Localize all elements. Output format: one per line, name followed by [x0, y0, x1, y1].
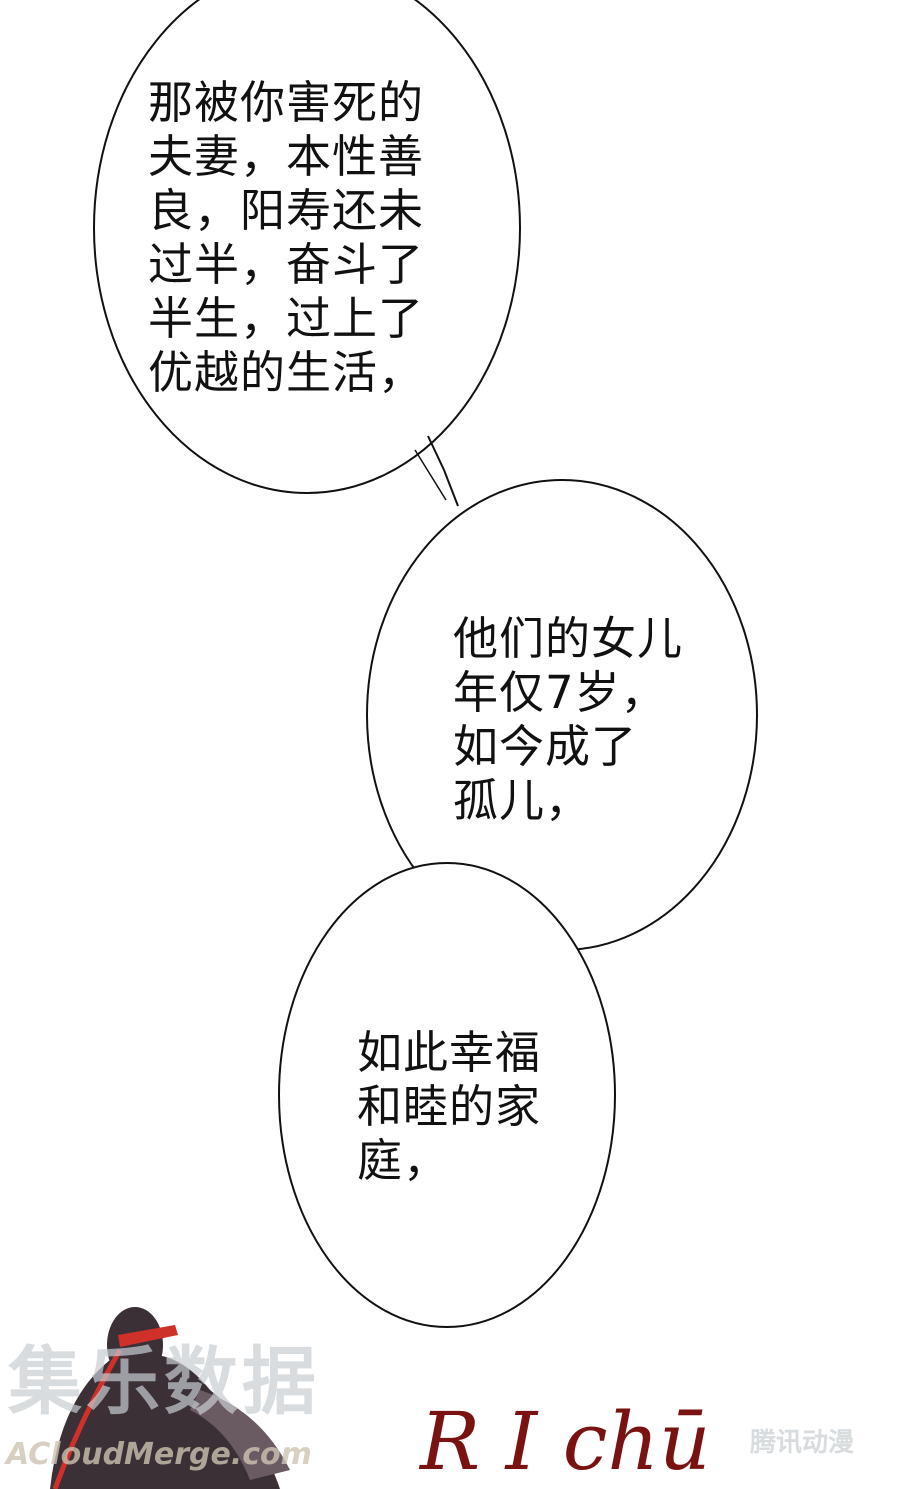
- text-line: 孤儿，: [453, 774, 592, 827]
- character-head: [50, 1307, 290, 1489]
- bubble-2-text: 他们的女儿年仅7岁，如今成了孤儿，: [453, 612, 683, 828]
- text-line: 如今成了: [453, 720, 638, 773]
- speech-bubble-1: [93, 0, 521, 494]
- text-line: 优越的生活，: [148, 346, 425, 399]
- bubble-tail: [427, 435, 459, 507]
- text-line: 过半，奋斗了: [148, 238, 425, 291]
- text-line: 半生，过上了: [148, 292, 425, 345]
- watermark-title: 集乐数据: [8, 1339, 320, 1425]
- text-line: 那被你害死的: [148, 76, 425, 129]
- watermark-corner: 腾讯动漫: [750, 1428, 855, 1458]
- text-line: 和睦的家: [357, 1080, 542, 1133]
- text-line: 夫妻，本性善: [148, 130, 425, 183]
- bubble-1-text: 那被你害死的夫妻，本性善良，阳寿还未过半，奋斗了半生，过上了优越的生活，: [148, 76, 424, 400]
- bubble-3-text: 如此幸福和睦的家庭，: [357, 1026, 541, 1188]
- speech-bubble-3: [278, 862, 616, 1328]
- text-line: 年仅7岁，: [453, 666, 667, 719]
- text-line: 庭，: [357, 1134, 450, 1187]
- handwritten-signature: R I chū: [420, 1395, 711, 1488]
- text-line: 良，阳寿还未: [148, 184, 425, 237]
- watermark-url: ACloudMerge.com: [6, 1437, 312, 1472]
- text-line: 他们的女儿: [453, 612, 684, 665]
- text-line: 如此幸福: [357, 1026, 542, 1079]
